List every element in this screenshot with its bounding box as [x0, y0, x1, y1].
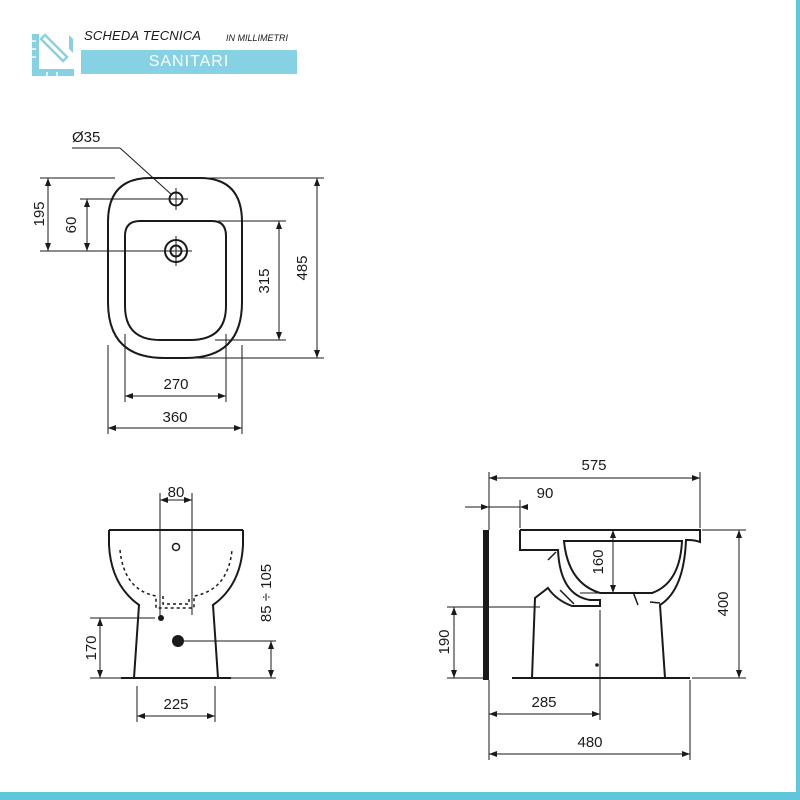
dim-tap-to-back: 195	[31, 201, 48, 226]
top-view-bowl	[124, 220, 227, 341]
dim-supply-height: 85 ÷ 105	[258, 564, 275, 622]
dim-rim-inset: 90	[537, 485, 554, 502]
front-view	[90, 493, 276, 722]
dim-tap-hole: Ø35	[72, 129, 100, 146]
dim-tap-to-drain: 60	[63, 217, 80, 234]
page-frame-right	[796, 0, 800, 800]
front-view-body	[108, 530, 244, 679]
top-view	[40, 147, 324, 434]
dim-bowl-length: 315	[256, 268, 273, 293]
front-view-trap	[119, 549, 233, 609]
dim-total-depth: 575	[581, 457, 606, 474]
side-view	[447, 472, 746, 760]
dim-wall-to-drain: 285	[531, 694, 556, 711]
dim-base-width: 225	[163, 696, 188, 713]
dim-total-width: 360	[162, 409, 187, 426]
page-frame-bottom	[0, 792, 800, 800]
wall	[483, 530, 489, 680]
drain-point	[172, 635, 184, 647]
dim-bowl-depth: 160	[590, 549, 607, 574]
dim-drain-height: 170	[83, 635, 100, 660]
dim-wall-to-base: 480	[577, 734, 602, 751]
category-label: SANITARI	[148, 53, 230, 70]
category-banner: SANITARI	[81, 50, 297, 74]
sheet-title: SCHEDA TECNICA	[84, 28, 202, 43]
ruler-pencil-icon	[29, 31, 77, 79]
side-view-bowl	[562, 540, 684, 594]
supply-point	[158, 615, 164, 621]
dim-total-length: 485	[294, 255, 311, 280]
side-view-body	[519, 529, 701, 679]
dim-trap-spacing: 80	[168, 484, 185, 501]
side-supply-point	[595, 663, 599, 667]
front-tap-hole	[171, 542, 181, 552]
unit-note: IN MILLIMETRI	[226, 33, 289, 43]
top-view-outer-rim	[107, 177, 243, 359]
dim-bowl-width: 270	[163, 376, 188, 393]
dim-drain-height-side: 190	[436, 629, 453, 654]
dim-total-height: 400	[715, 591, 732, 616]
